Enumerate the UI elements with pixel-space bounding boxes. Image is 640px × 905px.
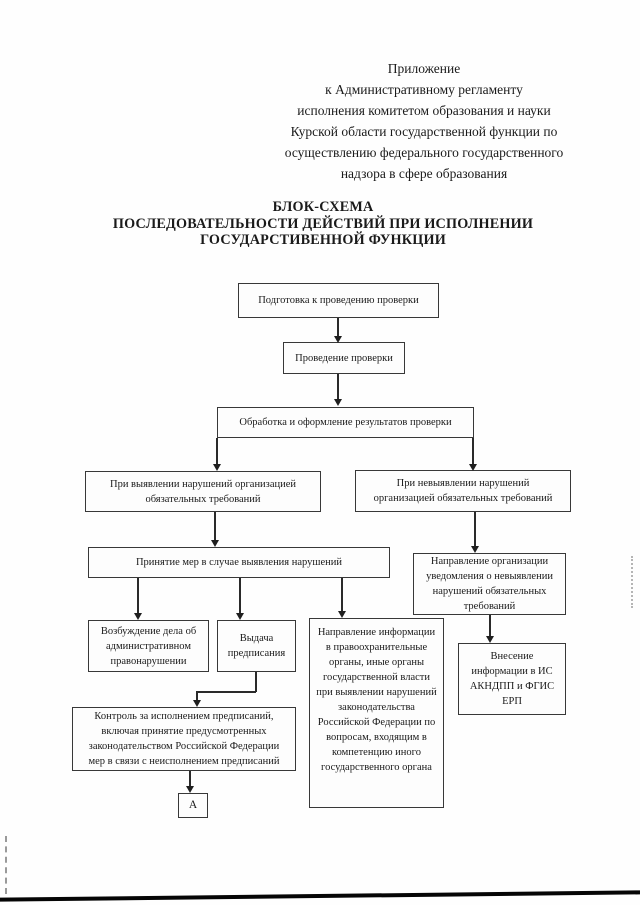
arrowhead-notice-to-register — [486, 636, 494, 643]
flow-node-info-to-authorities: Направление информации в правоохранитель… — [309, 618, 444, 808]
arrow-line-conduct-to-processing — [337, 374, 339, 399]
arrowhead-processing-to-violations — [213, 464, 221, 471]
appendix-reference-text: Приложение к Административному регламент… — [284, 61, 564, 181]
arrowhead-prescription-to-control — [193, 700, 201, 707]
flow-node-conduct-inspection: Проведение проверки — [283, 342, 405, 374]
arrowhead-measures-to-case — [134, 613, 142, 620]
arrow-line-measures-to-info — [341, 578, 343, 612]
elbow-line-prescription-down — [255, 672, 257, 692]
arrow-line-measures-to-prescription — [239, 578, 241, 613]
document-title: БЛОК-СХЕМА ПОСЛЕДОВАТЕЛЬНОСТИ ДЕЙСТВИЙ П… — [112, 199, 534, 248]
flow-node-issue-prescription: Выдача предписания — [217, 620, 296, 672]
elbow-line-prescription-to-control — [196, 691, 198, 701]
arrowhead-measures-to-info — [338, 611, 346, 618]
flow-node-no-violations: При невыявлении нарушений организацией о… — [355, 470, 571, 512]
arrowhead-prep-to-conduct — [334, 336, 342, 343]
arrow-line-processing-to-no-violations — [472, 438, 474, 465]
arrow-line-processing-to-violations — [216, 438, 218, 465]
arrowhead-control-to-connector-a — [186, 786, 194, 793]
flow-node-taking-measures: Принятие мер в случае выявления нарушени… — [88, 547, 390, 578]
flow-node-notice-to-organization: Направление организации уведомления о не… — [413, 553, 566, 615]
elbow-line-prescription-horizontal — [196, 691, 256, 693]
arrow-line-no-violations-to-notice — [474, 512, 476, 547]
right-margin-scan-artifact — [631, 556, 633, 608]
arrowhead-no-violations-to-notice — [471, 546, 479, 553]
flow-node-processing-results: Обработка и оформление результатов прове… — [217, 407, 474, 438]
left-margin-scan-artifact — [5, 836, 7, 894]
flow-node-register-entry: Внесение информации в ИС АКНДПП и ФГИС Е… — [458, 643, 566, 715]
flow-node-preparation: Подготовка к проведению проверки — [238, 283, 439, 318]
arrow-line-control-to-connector-a — [189, 771, 191, 787]
arrowhead-conduct-to-processing — [334, 399, 342, 406]
arrow-line-measures-to-case — [137, 578, 139, 613]
page-bottom-edge-line — [0, 890, 640, 902]
arrow-line-violations-to-measures — [214, 512, 216, 541]
arrowhead-measures-to-prescription — [236, 613, 244, 620]
arrowhead-processing-to-no-violations — [469, 464, 477, 471]
arrow-line-notice-to-register — [489, 615, 491, 637]
flow-node-prescription-control: Контроль за исполнением предписаний, вкл… — [72, 707, 296, 771]
flow-node-administrative-case: Возбуждение дела об административном пра… — [88, 620, 209, 672]
flow-node-connector-a: А — [178, 793, 208, 818]
arrowhead-violations-to-measures — [211, 540, 219, 547]
arrow-line-prep-to-conduct — [337, 318, 339, 336]
flow-node-violations-found: При выявлении нарушений организацией обя… — [85, 471, 321, 512]
